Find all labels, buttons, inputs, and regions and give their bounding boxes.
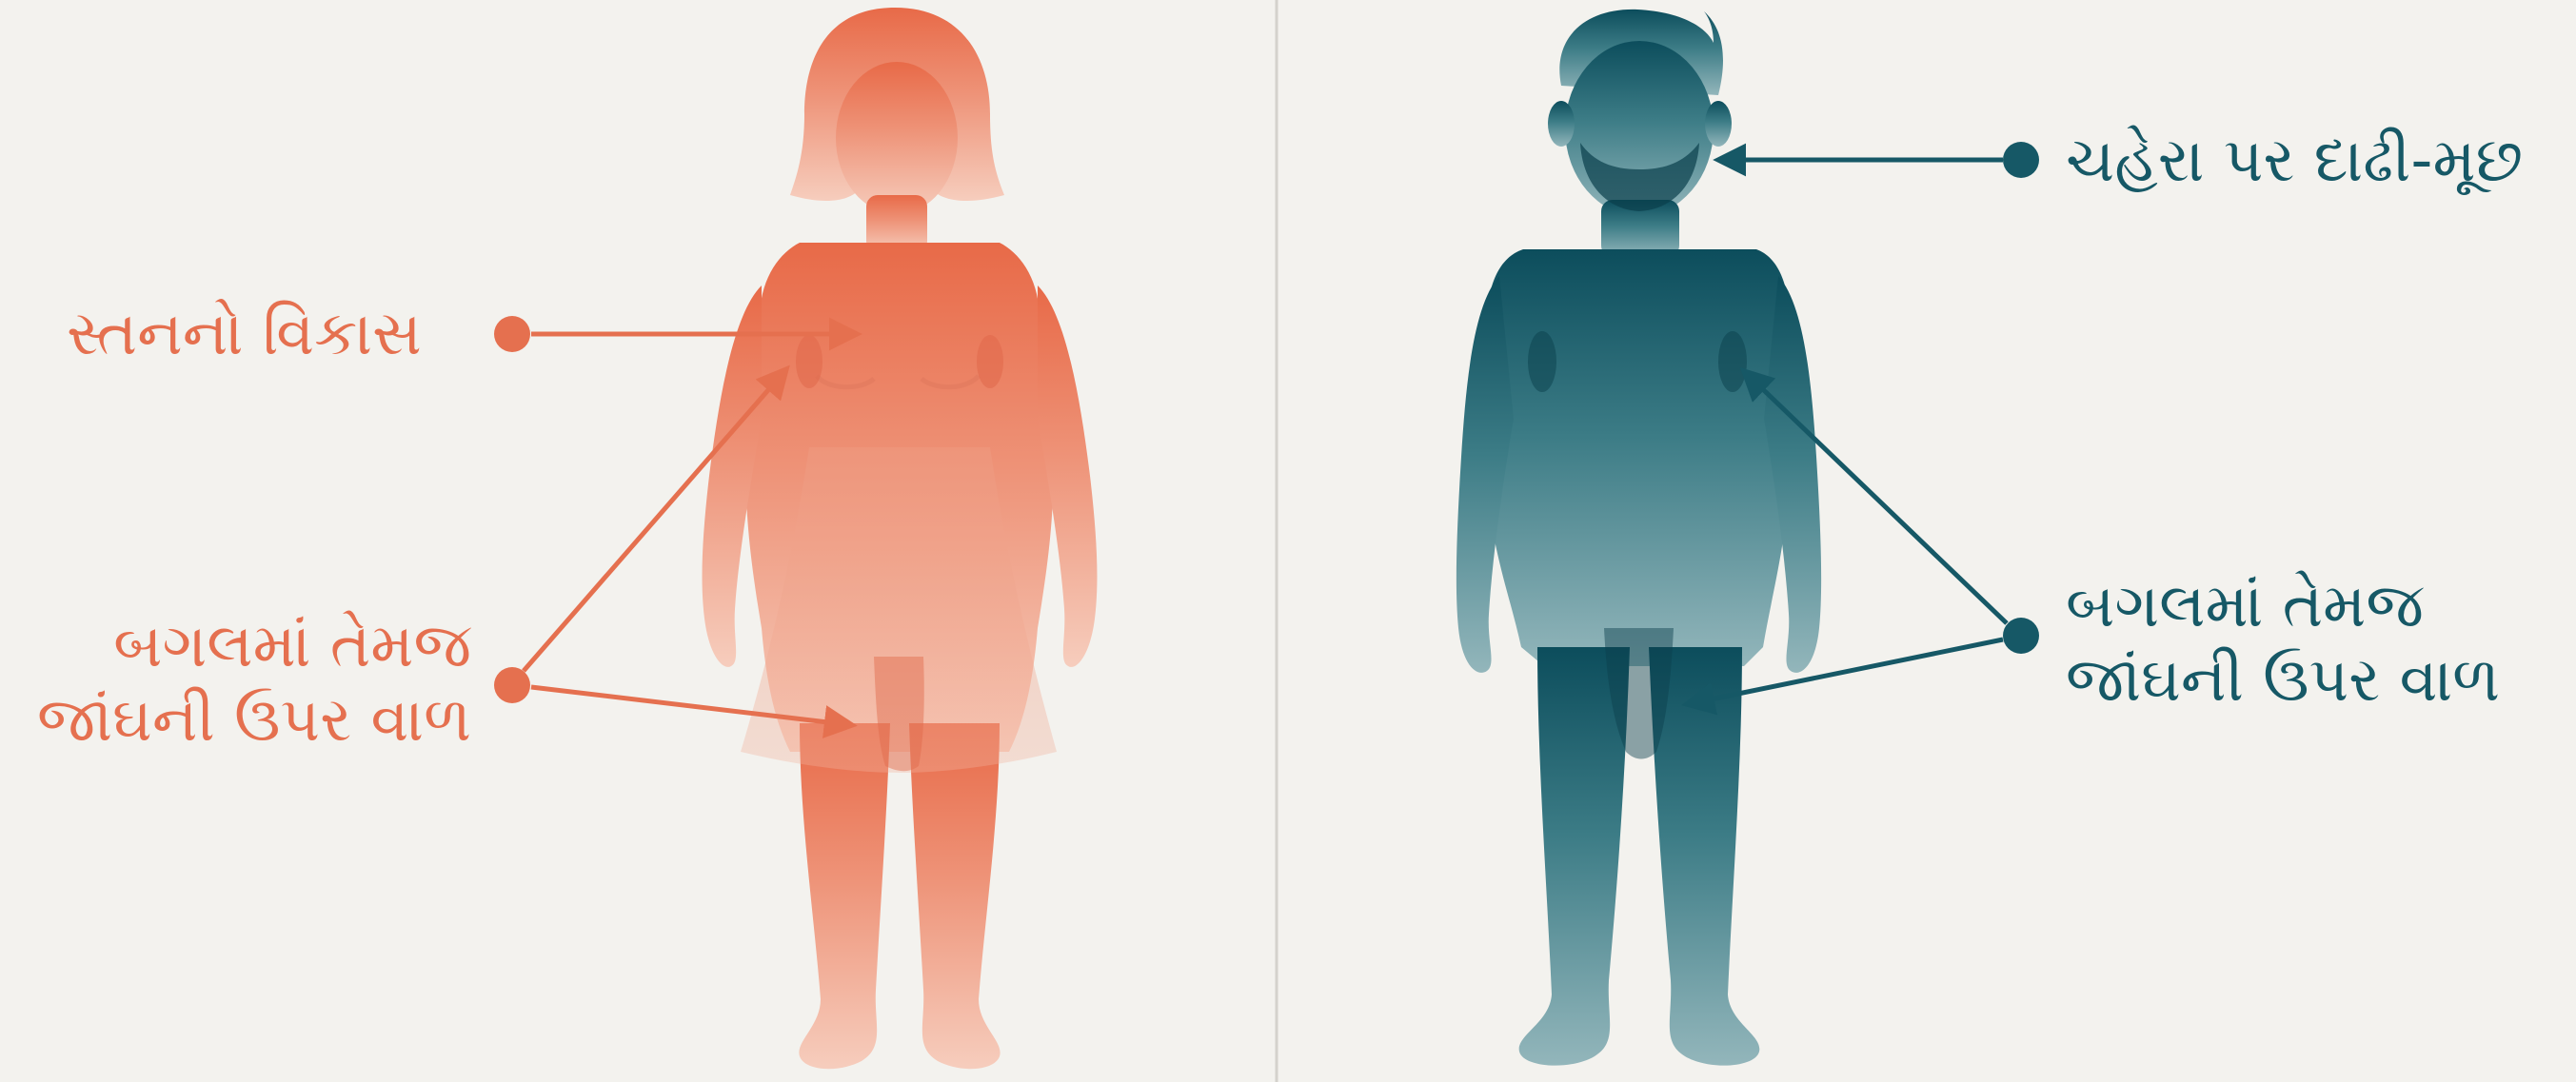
female-hair-label: બગલમાં તેમજ જાંઘની ઉપર વાળ xyxy=(14,609,471,757)
female-hair-label-line2: જાંઘની ઉપર વાળ xyxy=(14,683,471,757)
female-hair-marker xyxy=(494,667,530,703)
male-right-armpit-shade xyxy=(1718,331,1747,392)
male-beard-label: ચહેરા પર દાઢી-મૂછ xyxy=(2066,124,2523,198)
male-hair-label: બગલમાં તેમજ જાંઘની ઉપર વાળ xyxy=(2066,569,2500,718)
male-right-ear xyxy=(1705,101,1732,147)
female-breast-label: સ્તનનો વિકાસ xyxy=(67,297,422,371)
female-head xyxy=(836,62,958,214)
female-right-armpit-shade xyxy=(977,335,1003,388)
male-left-armpit-shade xyxy=(1528,331,1556,392)
male-hair-label-line2: જાંઘની ઉપર વાળ xyxy=(2066,643,2500,718)
male-beard-marker xyxy=(2003,142,2039,178)
female-breast-marker xyxy=(494,316,530,352)
male-hair-marker xyxy=(2003,618,2039,654)
male-torso xyxy=(1487,249,1790,666)
female-left-leg xyxy=(799,723,890,1069)
female-hair-label-line1: બગલમાં તેમજ xyxy=(14,609,471,683)
male-left-leg xyxy=(1519,647,1630,1066)
female-left-armpit-shade xyxy=(796,335,822,388)
male-figure xyxy=(1456,10,1821,1066)
male-left-ear xyxy=(1548,101,1575,147)
male-hair-label-line1: બગલમાં તેમજ xyxy=(2066,569,2500,643)
female-right-leg xyxy=(909,723,1001,1069)
female-armpit-arrow xyxy=(524,369,786,671)
